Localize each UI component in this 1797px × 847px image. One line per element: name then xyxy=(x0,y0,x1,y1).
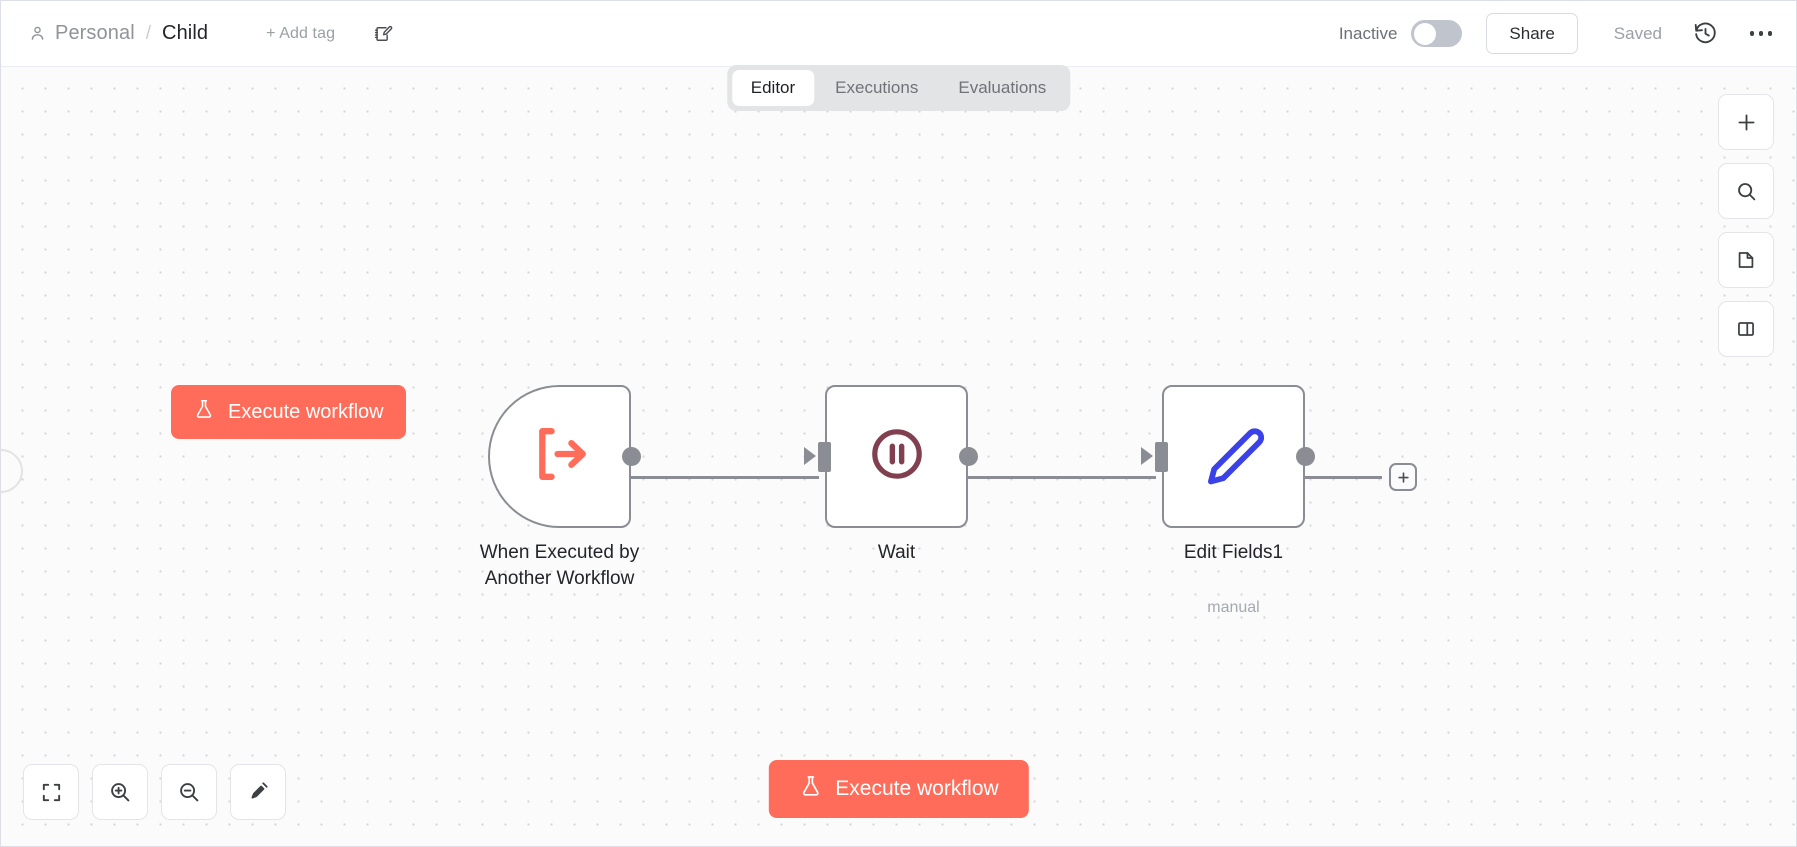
zoom-out-button[interactable] xyxy=(161,764,217,820)
connection-edit-fields-to-stub[interactable] xyxy=(1304,476,1382,479)
breadcrumb: Personal / Child xyxy=(29,22,208,45)
app-header: Personal / Child + Add tag Inactive Shar… xyxy=(1,1,1796,67)
tab-executions[interactable]: Executions xyxy=(835,78,919,97)
edit-note-icon[interactable] xyxy=(335,24,393,44)
flask-icon xyxy=(193,398,215,426)
execute-sub-workflow-icon xyxy=(524,418,596,495)
node-title: Wait xyxy=(877,542,916,563)
node-execute-workflow-label: Execute workflow xyxy=(228,400,384,423)
panel-toggle-icon[interactable] xyxy=(1718,301,1774,357)
canvas-zoom-toolbar xyxy=(23,764,286,820)
activation-toggle[interactable] xyxy=(1411,20,1463,47)
node-output-handle[interactable] xyxy=(1296,447,1315,466)
tidy-up-button[interactable] xyxy=(230,764,286,820)
flask-icon xyxy=(798,774,822,804)
breadcrumb-project[interactable]: Personal xyxy=(55,22,135,44)
save-state-label: Saved xyxy=(1613,23,1662,43)
node-input-arrow xyxy=(1141,447,1153,465)
add-tag-button[interactable]: + Add tag xyxy=(266,24,336,42)
node-edit-fields1[interactable]: Edit Fields1 manual xyxy=(1141,385,1315,616)
canvas-right-toolbar xyxy=(1718,94,1774,357)
node-output-handle[interactable] xyxy=(959,447,978,466)
breadcrumb-separator: / xyxy=(145,22,152,44)
pen-icon xyxy=(1201,421,1267,492)
node-input-handle[interactable] xyxy=(1155,442,1168,472)
share-button[interactable]: Share xyxy=(1486,13,1578,54)
node-input-arrow xyxy=(804,447,816,465)
ellipsis-dots xyxy=(1749,31,1773,36)
node-title: When Executed by Another Workflow xyxy=(479,542,640,590)
connection-wait-to-edit-fields[interactable] xyxy=(968,476,1156,479)
sticky-note-icon[interactable] xyxy=(1718,232,1774,288)
node-body[interactable] xyxy=(804,385,978,528)
ellipsis-icon[interactable] xyxy=(1748,21,1774,47)
workflow-canvas[interactable]: Execute workflow When Executed by Anothe… xyxy=(1,67,1796,846)
zoom-to-fit-button[interactable] xyxy=(23,764,79,820)
toggle-knob xyxy=(1413,22,1436,45)
node-when-executed-by-another-workflow[interactable]: When Executed by Another Workflow xyxy=(480,385,641,589)
zoom-in-button[interactable] xyxy=(92,764,148,820)
execute-workflow-button[interactable]: Execute workflow xyxy=(768,760,1029,818)
header-actions: Inactive Share Saved xyxy=(1339,13,1774,54)
node-subtitle: manual xyxy=(1207,599,1260,616)
node-wait[interactable]: Wait xyxy=(804,385,978,563)
tab-evaluations[interactable]: Evaluations xyxy=(958,78,1047,97)
node-title: Edit Fields1 xyxy=(1183,542,1284,563)
connection-trigger-to-wait[interactable] xyxy=(631,476,819,479)
execute-workflow-label: Execute workflow xyxy=(835,777,999,800)
workflow-name[interactable]: Child xyxy=(162,22,209,44)
editor-tabs: Editor Executions Evaluations xyxy=(726,65,1071,111)
node-input-handle[interactable] xyxy=(818,442,831,472)
node-output-handle[interactable] xyxy=(622,447,641,466)
activation-state-label: Inactive xyxy=(1338,23,1398,43)
canvas-edge-artifact xyxy=(1,449,23,493)
add-node-stub-button[interactable] xyxy=(1389,463,1417,491)
search-nodes-button[interactable] xyxy=(1718,163,1774,219)
pause-circle-icon xyxy=(866,423,928,490)
history-icon[interactable] xyxy=(1692,21,1718,47)
node-execute-workflow-button[interactable]: Execute workflow xyxy=(171,385,406,439)
add-node-button[interactable] xyxy=(1718,94,1774,150)
tab-editor[interactable]: Editor xyxy=(731,70,815,106)
node-body[interactable] xyxy=(488,385,641,528)
node-body[interactable] xyxy=(1141,385,1315,528)
person-icon xyxy=(29,25,46,42)
